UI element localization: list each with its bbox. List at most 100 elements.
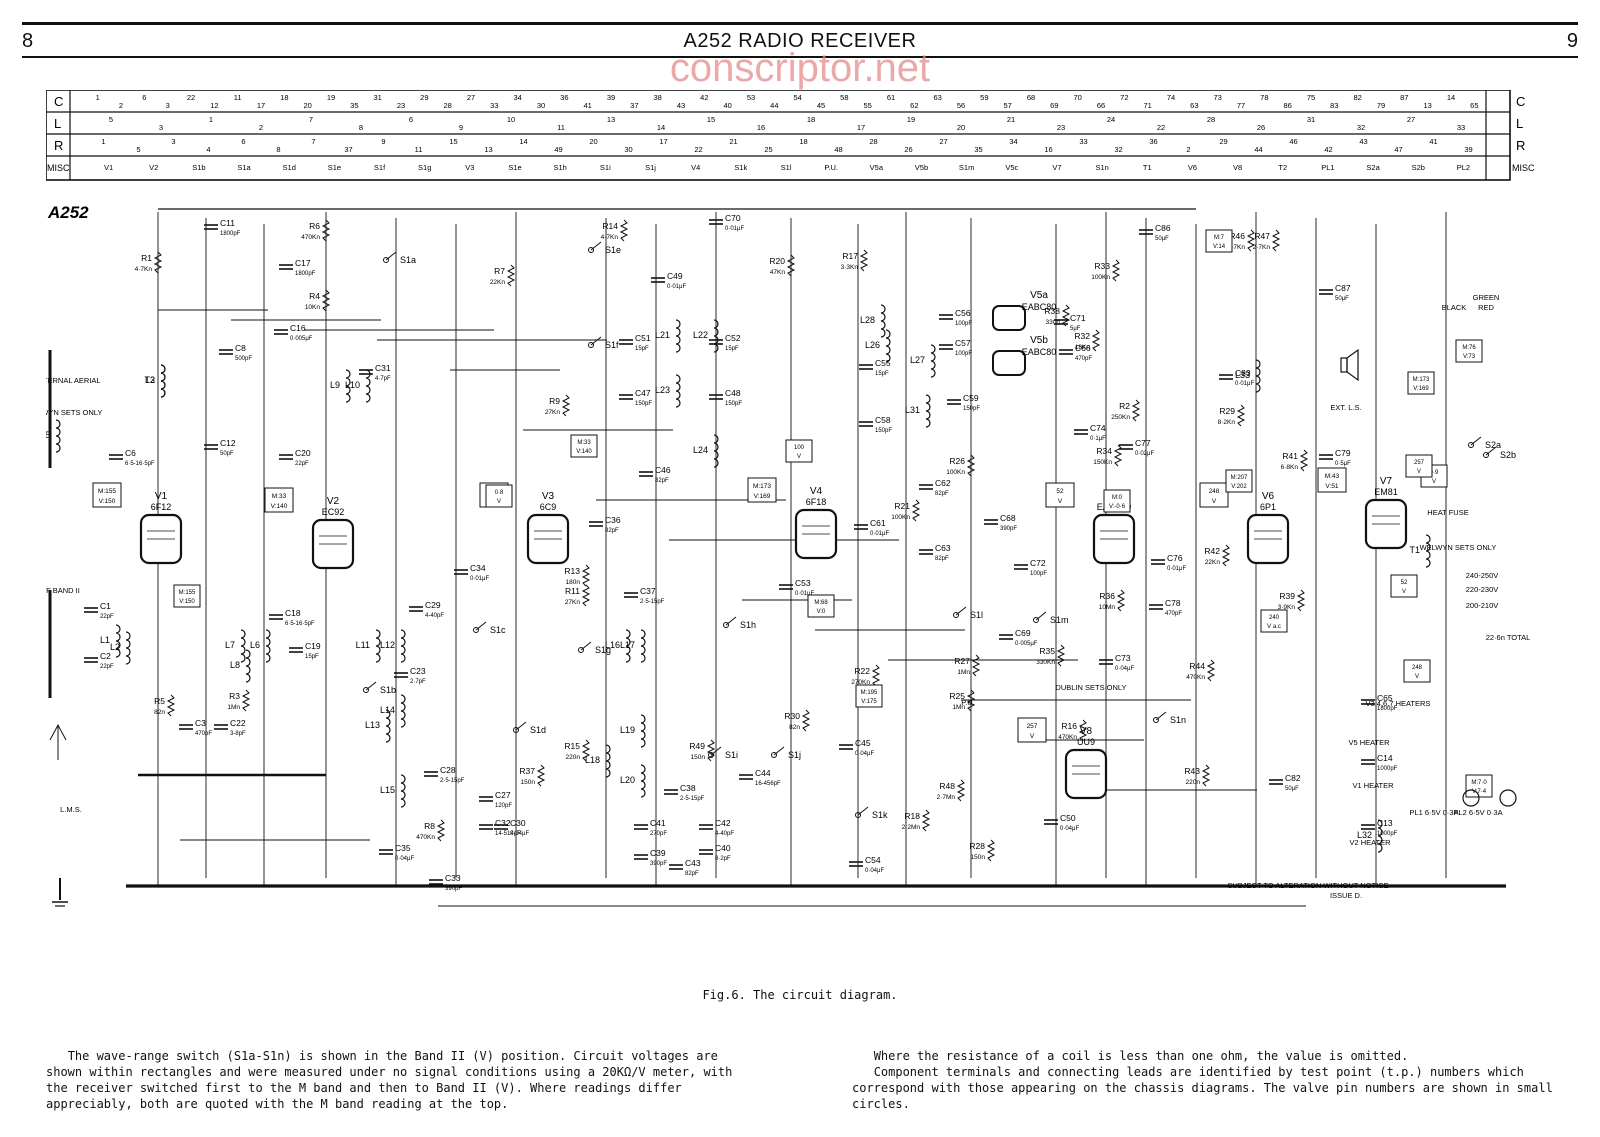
- valve-v5b-envelope: [992, 350, 1026, 376]
- capacitor-value: 82pF: [655, 478, 669, 484]
- grid-entry: 11: [415, 145, 423, 154]
- capacitor-value: 15pF: [875, 371, 889, 377]
- coil-symbol: [605, 744, 611, 778]
- annotation-note: V5 HEATER: [1348, 738, 1390, 747]
- annotation-note: 200-210V: [1466, 601, 1499, 610]
- coil-ref: L17: [620, 640, 635, 650]
- voltage-reading: 240: [1269, 615, 1280, 621]
- switch-ref: S1b: [380, 685, 396, 695]
- grid-entry: T1: [1143, 163, 1152, 172]
- capacitor-ref: C55: [875, 358, 891, 368]
- switch-ref: S1l: [970, 610, 983, 620]
- resistor-symbol: [506, 264, 516, 287]
- grid-entry: S1i: [600, 163, 611, 172]
- capacitor-ref: C6: [125, 448, 136, 458]
- resistor-ref: R43: [1184, 766, 1200, 776]
- grid-entry: 48: [834, 145, 842, 154]
- resistor-ref: R21: [894, 501, 910, 511]
- coil-ref: L7: [225, 640, 235, 650]
- grid-entry: 13: [607, 115, 615, 124]
- resistor-value: 4·7Kn: [601, 234, 619, 241]
- capacitor-value: 0·01μF: [667, 284, 686, 290]
- coil-symbol: [675, 374, 681, 408]
- voltage-reading: V:-0·6: [1109, 504, 1126, 510]
- grid-entry: 37: [344, 145, 352, 154]
- voltage-reading: V: [1058, 498, 1063, 505]
- grid-entry: 5: [136, 145, 140, 154]
- grid-entry: 72: [1120, 93, 1128, 102]
- voltage-box: [1045, 482, 1075, 508]
- capacitor-value: 150pF: [963, 406, 980, 412]
- capacitor-value: 50pF: [220, 451, 234, 457]
- grid-entry: 46: [1289, 137, 1297, 146]
- switch-ref: S1k: [872, 810, 888, 820]
- resistor-symbol: [321, 219, 331, 242]
- capacitor-ref: C22: [230, 718, 246, 728]
- capacitor-value: 390pF: [1000, 526, 1017, 532]
- annotation-note: INTERNAL AERIAL: [46, 376, 101, 385]
- resistor-symbol: [956, 779, 966, 802]
- capacitor-ref: C16: [290, 323, 306, 333]
- voltage-box: [785, 439, 813, 463]
- grid-entry: 68: [1027, 93, 1035, 102]
- coil-ref: T1: [1409, 545, 1420, 555]
- capacitor-ref: C38: [680, 783, 696, 793]
- grid-entry: 20: [957, 123, 965, 132]
- capacitor-value: 8·2pF: [715, 856, 731, 862]
- grid-entry: 78: [1260, 93, 1268, 102]
- voltage-box: [1017, 717, 1047, 743]
- resistor-value: 150n: [521, 779, 536, 786]
- grid-entry: V4: [691, 163, 700, 172]
- resistor-ref: R5: [154, 696, 165, 706]
- wire: [725, 616, 737, 626]
- speaker-icon: [1340, 357, 1348, 373]
- grid-entry: S1e: [508, 163, 521, 172]
- annotation-note: BLACK: [1442, 303, 1467, 312]
- capacitor-value: 150pF: [875, 428, 892, 434]
- grid-entry: 5: [109, 115, 113, 124]
- voltage-box: [92, 482, 122, 508]
- capacitor-value: 150pF: [725, 401, 742, 407]
- capacitor-ref: C77: [1135, 438, 1151, 448]
- resistor-ref: R32: [1074, 331, 1090, 341]
- voltage-reading: M:155: [179, 590, 196, 596]
- switch-ref: S2a: [1485, 440, 1501, 450]
- valve-type: 6F18: [806, 497, 827, 507]
- resistor-ref: R22: [854, 666, 870, 676]
- resistor-value: 470Kn: [301, 234, 320, 241]
- grid-entry: S2a: [1366, 163, 1380, 172]
- resistor-symbol: [706, 739, 716, 762]
- resistor-value: 470Kn: [1186, 674, 1205, 681]
- resistor-ref: R11: [565, 586, 580, 596]
- coil-symbol: [240, 629, 246, 663]
- resistor-value: 180n: [566, 579, 581, 586]
- coil-symbol: [925, 394, 931, 428]
- annotation-note: 22·6n TOTAL: [1486, 633, 1531, 642]
- voltage-reading: V:7·4: [1472, 789, 1487, 795]
- grid-entry: 22: [694, 145, 702, 154]
- resistor-ref: R6: [309, 221, 320, 231]
- capacitor-value: 2·5-15pF: [680, 796, 705, 802]
- resistor-symbol: [1131, 399, 1141, 422]
- voltage-reading: V: [1415, 674, 1419, 680]
- voltage-reading: V:140: [576, 449, 592, 455]
- voltage-box: [1199, 482, 1229, 508]
- voltage-reading: M:195: [861, 690, 878, 696]
- voltage-reading: V:73: [1463, 354, 1476, 360]
- voltage-reading: V:14: [1213, 244, 1226, 250]
- header-rule: [22, 56, 1578, 58]
- resistor-symbol: [966, 454, 976, 477]
- capacitor-ref: C79: [1335, 448, 1351, 458]
- capacitor-value: 0·04μF: [510, 831, 529, 837]
- capacitor-value: 0·01μF: [470, 576, 489, 582]
- grid-row-label-left: L: [54, 116, 61, 131]
- resistor-symbol: [1116, 589, 1126, 612]
- valve-ref: V5b: [1030, 335, 1048, 346]
- resistor-ref: R26: [949, 456, 965, 466]
- grid-entry: V2: [149, 163, 158, 172]
- grid-entry: 3: [171, 137, 175, 146]
- wire: [515, 721, 527, 731]
- grid-entry: 38: [653, 93, 661, 102]
- capacitor-ref: C12: [220, 438, 236, 448]
- resistor-ref: R17: [842, 251, 858, 261]
